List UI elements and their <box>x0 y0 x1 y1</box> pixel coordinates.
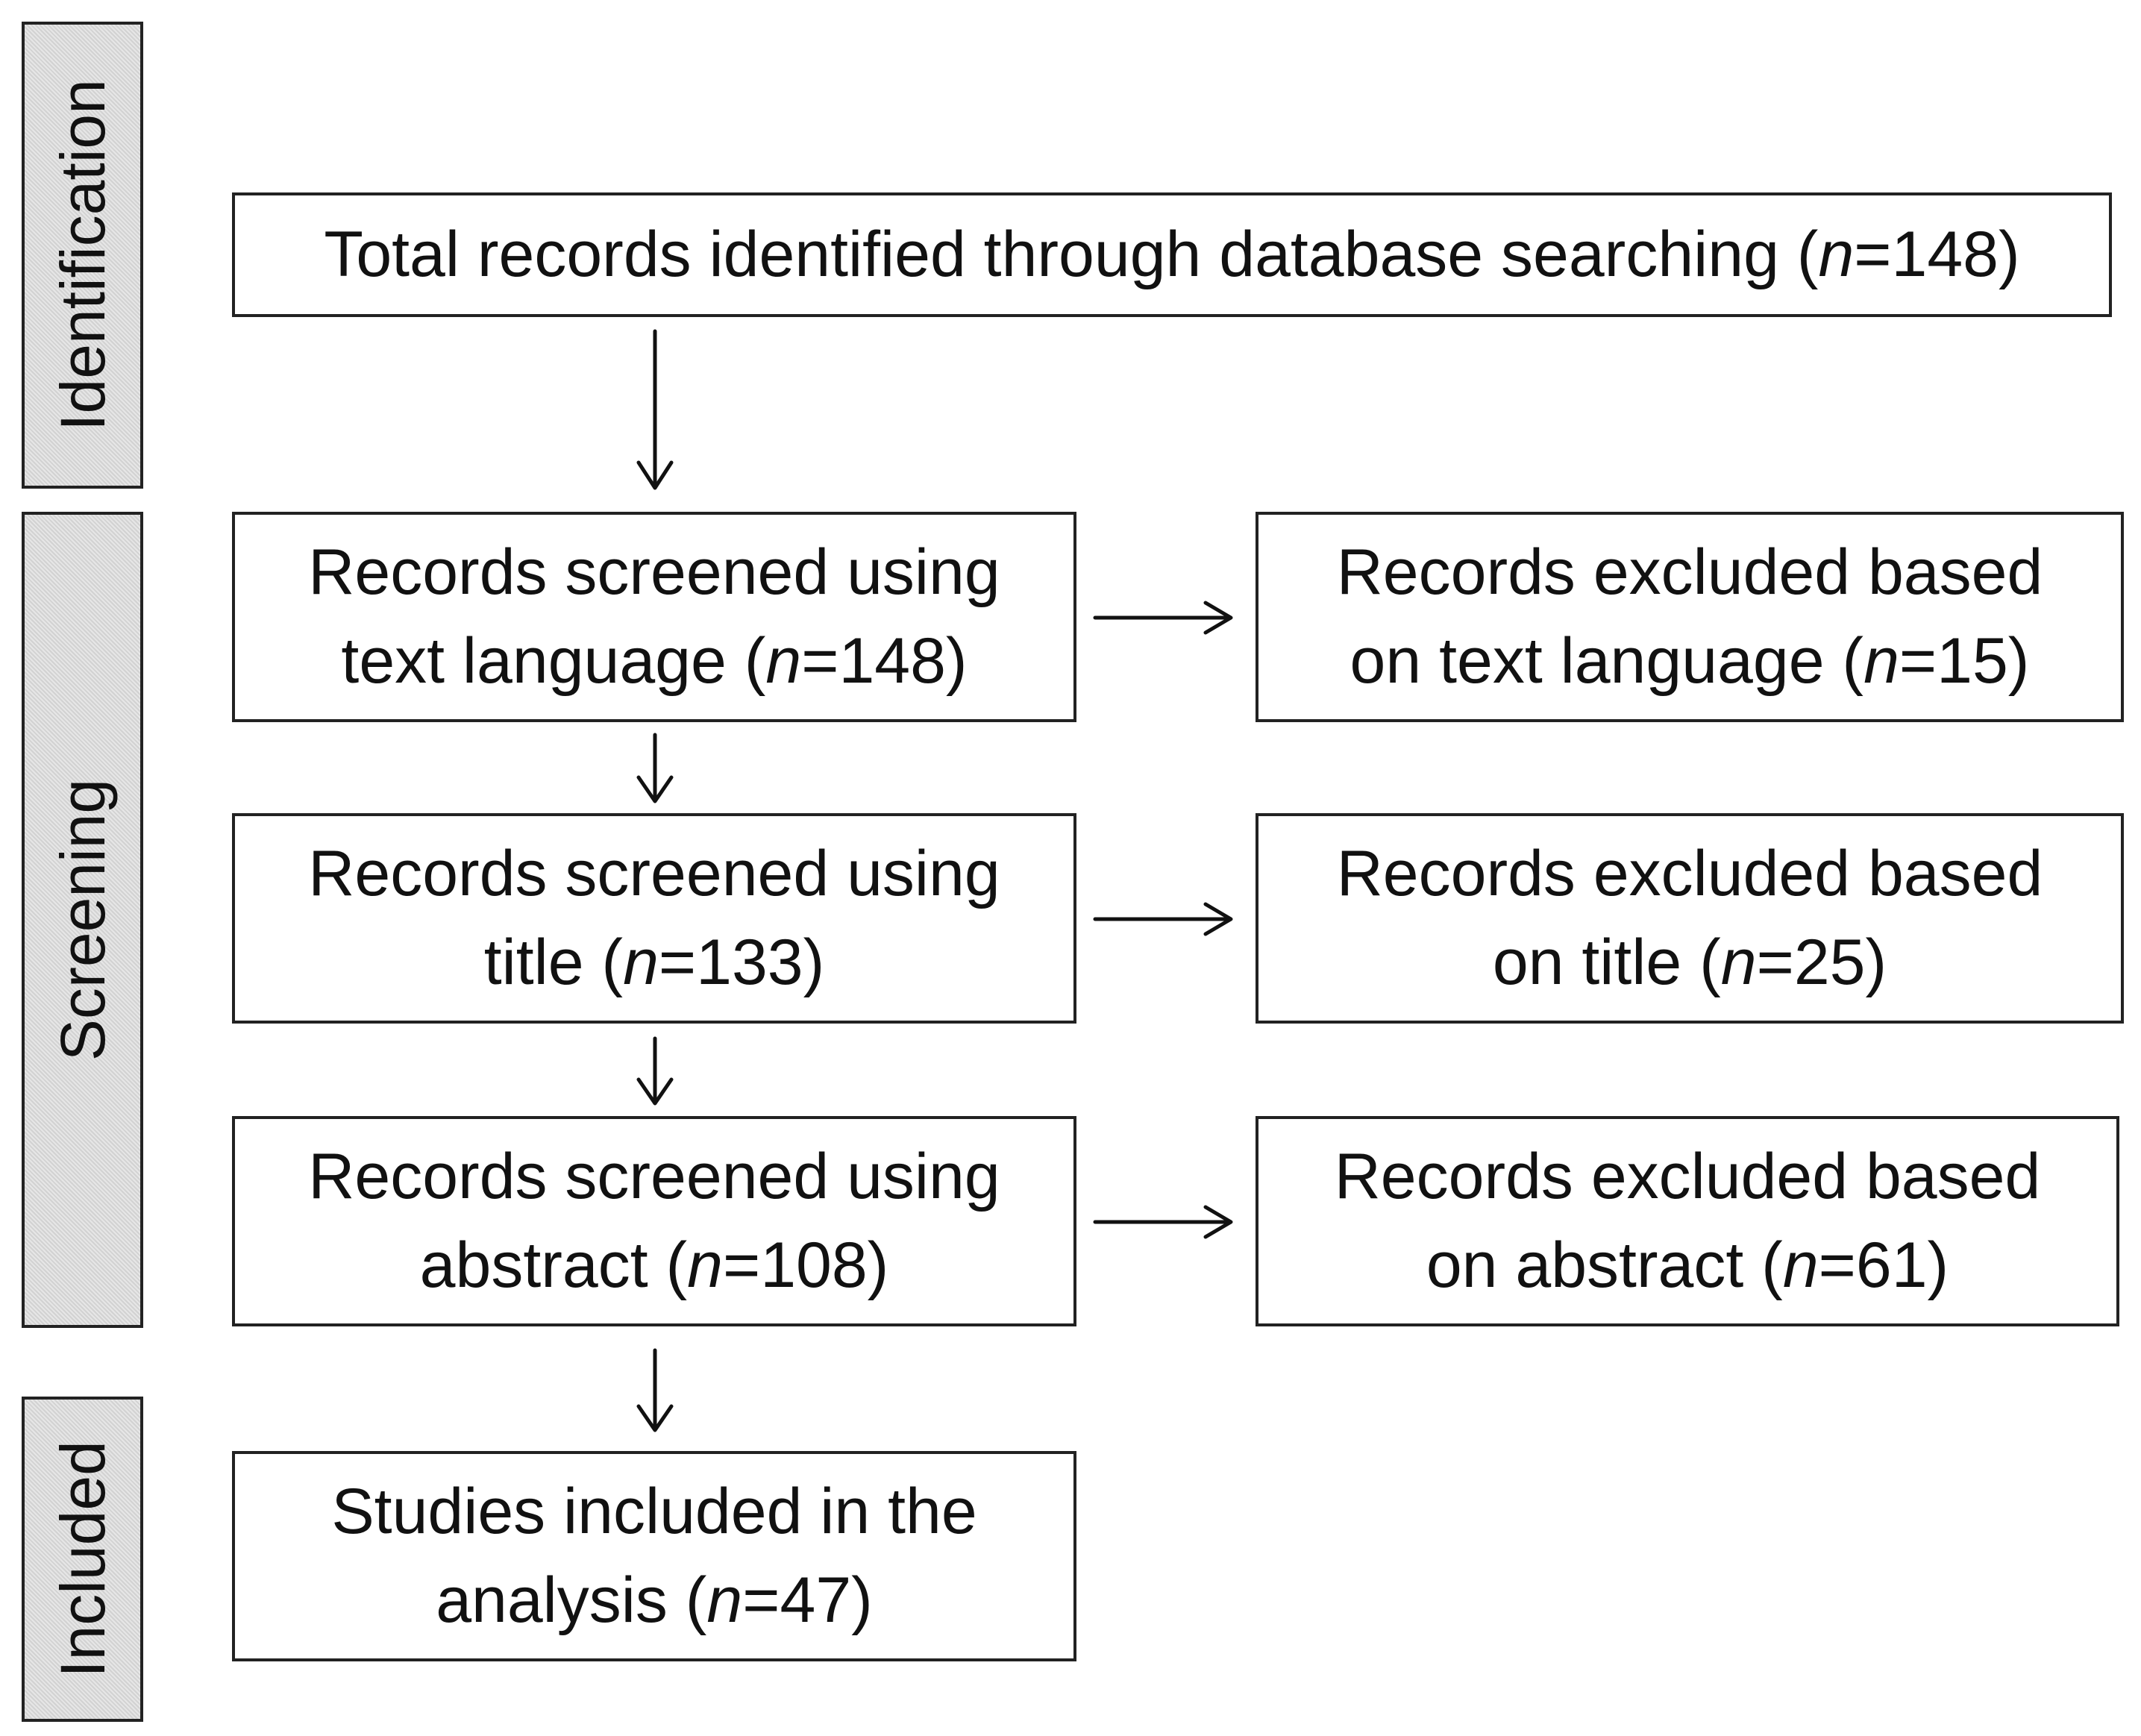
box-excluded-language: Records excluded based on text language … <box>1256 512 2124 722</box>
box-excluded-abstract: Records excluded based on abstract (n=61… <box>1256 1116 2119 1326</box>
phase-screening: Screening <box>22 512 143 1328</box>
arrow-right-title-excluded <box>1093 902 1233 936</box>
arrow-down-title-to-abstract <box>636 1036 674 1106</box>
phase-included: Included <box>22 1397 143 1722</box>
arrow-down-total-to-language <box>636 329 674 490</box>
arrow-right-language-excluded <box>1093 601 1233 635</box>
phase-identification: Identification <box>22 22 143 489</box>
arrow-right-abstract-excluded <box>1093 1205 1233 1239</box>
box-screened-language: Records screened using text language (n=… <box>232 512 1076 722</box>
arrow-down-language-to-title <box>636 733 674 803</box>
box-studies-included: Studies included in the analysis (n=47) <box>232 1451 1076 1661</box>
box-total-records-line1: Total records identified through databas… <box>324 219 2020 291</box>
box-total-records: Total records identified through databas… <box>232 192 2112 317</box>
box-screened-abstract: Records screened using abstract (n=108) <box>232 1116 1076 1326</box>
box-excluded-title: Records excluded based on title (n=25) <box>1256 813 2124 1024</box>
arrow-down-abstract-to-included <box>636 1348 674 1432</box>
box-screened-title: Records screened using title (n=133) <box>232 813 1076 1024</box>
